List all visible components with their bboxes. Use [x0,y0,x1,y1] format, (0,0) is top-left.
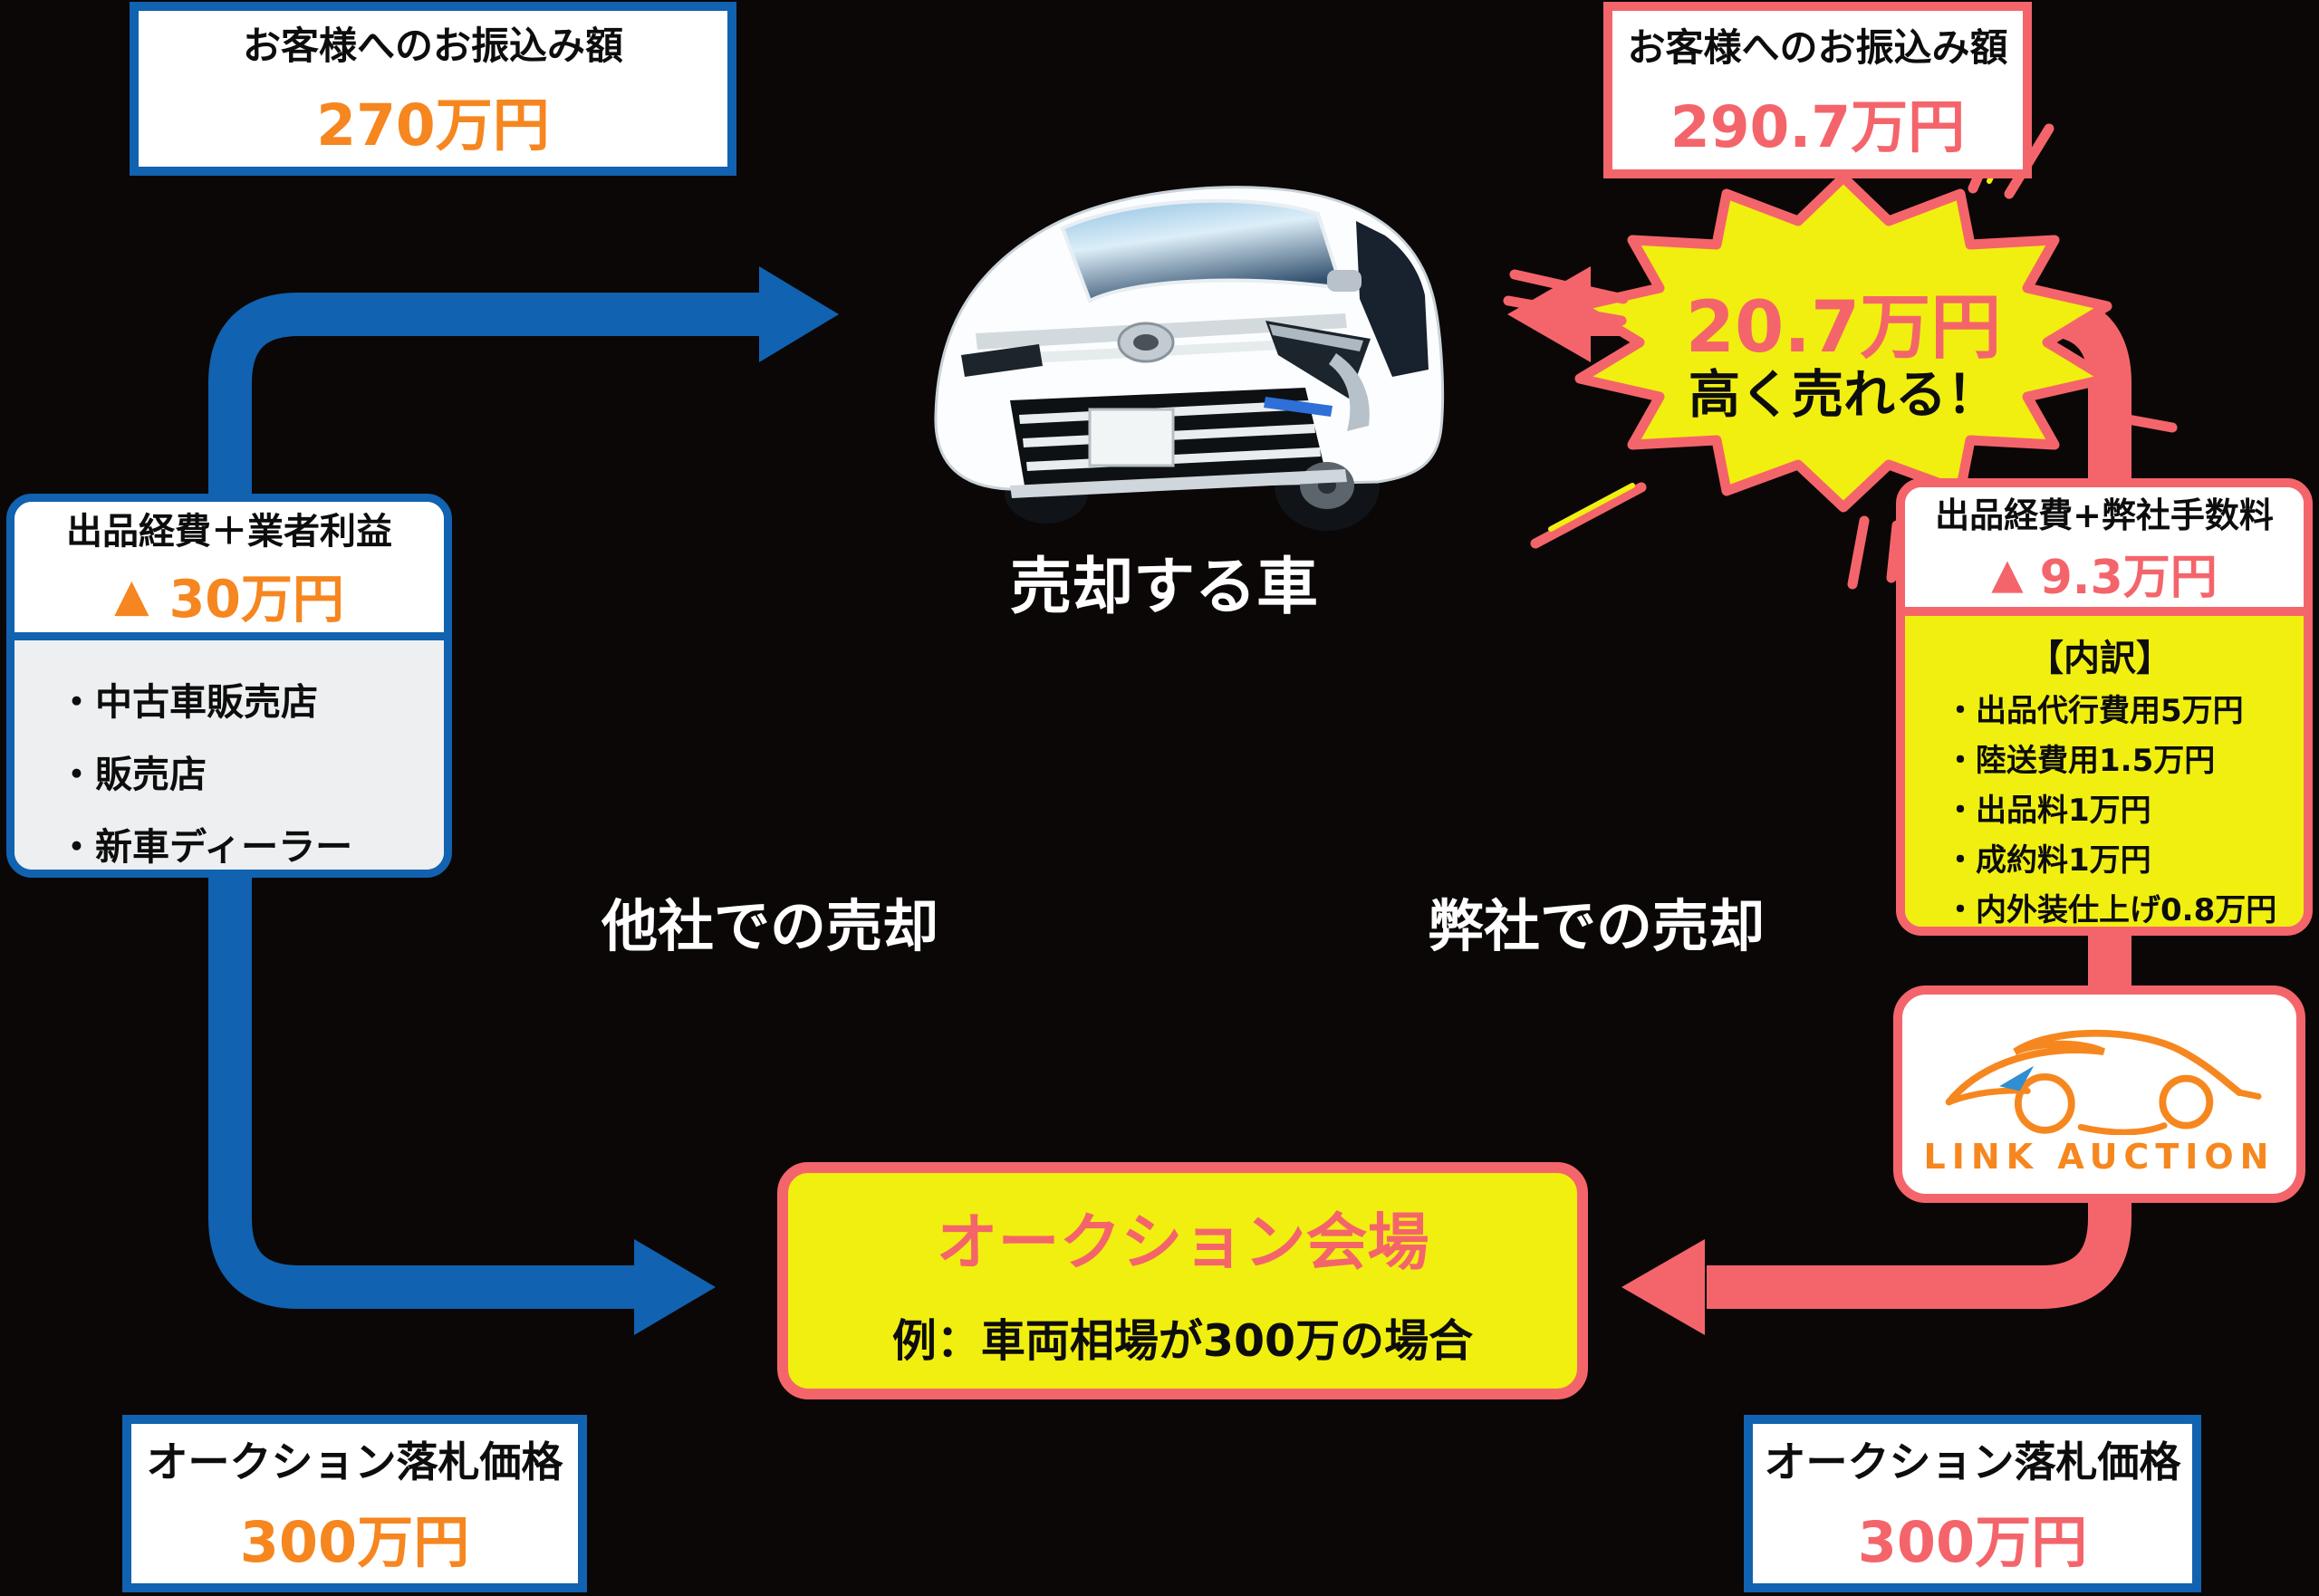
payout-box-other-company: お客様へのお振込み額 270万円 [130,2,736,176]
hammer-price-box-other-company: オークション落札価格 300万円 [122,1415,587,1592]
cost-box-header: 出品経費＋業者利益 ▲ 30万円 [14,502,444,632]
cost-amount-text: 9.3万円 [2039,551,2218,605]
list-item: ・出品料1万円 [1945,793,2151,829]
breakdown-title: 【内訳】 [2027,638,2172,679]
auction-venue-example: 例：車両相場が300万の場合 [891,1315,1474,1367]
list-item: ・新車ディーラー [58,825,353,869]
list-item: ・出品代行費用5万円 [1945,693,2244,729]
burst-amount: 20.7万円 [1685,287,2002,369]
link-auction-logo-box: LINK AUCTION [1893,985,2305,1203]
cost-title: 出品経費+弊社手数料 [1935,495,2274,535]
hammer-price-amount: 300万円 [239,1509,470,1575]
hammer-price-box-our-company: オークション落札価格 300万円 [1744,1415,2201,1592]
list-item: ・陸送費用1.5万円 [1945,743,2216,779]
dealer-type-list: ・中古車販売店 ・販売店 ・新車ディーラー [14,632,444,870]
link-auction-car-icon [1945,1029,2262,1135]
auction-venue-title: オークション会場 [936,1207,1429,1279]
car-caption: 売却する車 [1009,552,1318,623]
burst-text: 20.7万円 高く売れる！ [1617,287,2070,425]
payout-box-our-company: お客様へのお振込み額 290.7万円 [1603,2,2032,178]
list-item: ・内外装仕上げ0.8万円 [1945,892,2277,928]
link-auction-logo-text: LINK AUCTION [1923,1137,2276,1177]
cost-title: 出品経費＋業者利益 [66,511,392,553]
cost-box-other-company: 出品経費＋業者利益 ▲ 30万円 ・中古車販売店 ・販売店 ・新車ディーラー [6,494,452,878]
label-our-company-sale: 弊社での売却 [1427,893,1765,959]
list-item: ・販売店 [58,753,207,796]
auction-venue-box: オークション会場 例：車両相場が300万の場合 [777,1162,1588,1399]
fee-breakdown-list: 【内訳】 ・出品代行費用5万円 ・陸送費用1.5万円 ・出品料1万円 ・成約料1… [1905,607,2304,928]
list-item: ・成約料1万円 [1945,842,2151,879]
payout-amount: 290.7万円 [1669,93,1966,160]
cost-box-header: 出品経費+弊社手数料 ▲ 9.3万円 [1905,487,2304,607]
payout-title: お客様へのお振込み額 [1627,24,2008,70]
triangle-up-icon: ▲ [1991,548,2024,598]
cost-amount-text: 30万円 [168,570,344,630]
cost-amount: ▲ 30万円 [114,558,344,632]
triangle-up-icon: ▲ [114,569,149,621]
burst-message: 高く売れる！ [1689,364,1998,425]
label-other-company-sale: 他社での売却 [601,893,938,959]
payout-title: お客様へのお振込み額 [242,24,623,68]
sell-car-image [934,186,1445,531]
hammer-price-title: オークション落札価格 [1764,1437,2181,1486]
cost-amount: ▲ 9.3万円 [1991,539,2218,607]
hammer-price-amount: 300万円 [1857,1509,2088,1575]
payout-amount: 270万円 [316,92,550,159]
list-item: ・中古車販売店 [58,680,318,724]
cost-box-our-company: 出品経費+弊社手数料 ▲ 9.3万円 【内訳】 ・出品代行費用5万円 ・陸送費用… [1896,478,2313,936]
hammer-price-title: オークション落札価格 [146,1437,563,1486]
